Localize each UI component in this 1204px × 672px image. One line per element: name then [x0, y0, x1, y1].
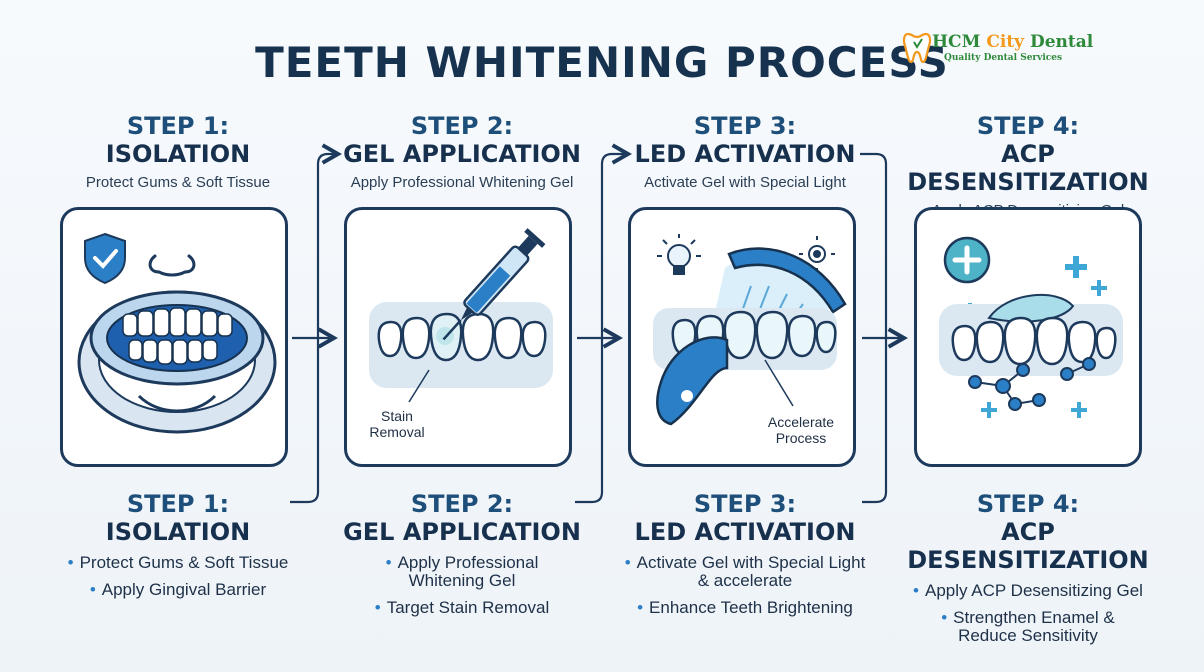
bullet-list: •Protect Gums & Soft Tissue •Apply Gingi… — [28, 554, 328, 599]
step-number: STEP 2: — [410, 112, 514, 140]
step-4-summary: STEP 4: ACP DESENSITIZATION •Apply ACP D… — [878, 490, 1178, 654]
bullet-list: •Apply Professional Whitening Gel •Targe… — [312, 554, 612, 617]
step-4-header: STEP 4: ACP DESENSITIZATION Apply ACP De… — [878, 112, 1178, 219]
bullet-item: •Strengthen Enamel & Reduce Sensitivity — [941, 608, 1115, 645]
bullet-dot: • — [89, 580, 96, 599]
bullet-item: •Enhance Teeth Brightening — [637, 598, 853, 617]
bullet-list: •Activate Gel with Special Light & accel… — [595, 554, 895, 617]
plus-circle-icon — [943, 236, 991, 284]
step-subtitle: Protect Gums & Soft Tissue — [85, 174, 271, 191]
bullet-dot: • — [913, 581, 919, 600]
led-mouthpiece-icon — [656, 336, 729, 426]
step-name: ACP DESENSITIZATION — [907, 140, 1149, 196]
step-name: ACP DESENSITIZATION — [907, 518, 1149, 574]
gear-icon — [799, 236, 835, 272]
bullet-dot: • — [637, 598, 644, 617]
step-number: STEP 2: — [410, 490, 514, 518]
bullet-list: •Apply ACP Desensitizing Gel •Strengthen… — [878, 582, 1178, 645]
bullet-item: •Protect Gums & Soft Tissue — [67, 553, 289, 572]
step-3-summary: STEP 3: LED ACTIVATION •Activate Gel wit… — [595, 490, 895, 626]
step-name: ISOLATION — [105, 518, 251, 546]
logo-tagline: Quality Dental Services — [944, 53, 1063, 63]
step-number: STEP 4: — [976, 112, 1080, 140]
syringe-icon — [442, 228, 546, 341]
bullet-item: •Target Stain Removal — [374, 598, 550, 617]
bullet-dot: • — [374, 598, 381, 617]
step-1-summary: STEP 1: ISOLATION •Protect Gums & Soft T… — [28, 490, 328, 608]
tooth-logo-icon — [902, 32, 932, 64]
nose-icon — [148, 254, 196, 277]
cheek-retractor-icon — [77, 290, 277, 434]
step-subtitle: Apply Professional Whitening Gel — [350, 174, 574, 191]
step-name: LED ACTIVATION — [634, 140, 856, 168]
molecule-icon — [968, 357, 1096, 411]
bullet-item: •Apply ACP Desensitizing Gel — [913, 581, 1143, 600]
step-number: STEP 3: — [693, 490, 797, 518]
step-subtitle: Activate Gel with Special Light — [644, 174, 846, 191]
connector-1-2-bracket — [290, 143, 342, 504]
step-number: STEP 4: — [976, 490, 1080, 518]
bullet-item: •Apply Gingival Barrier — [89, 580, 267, 599]
accelerate-process-label: Accelerate Process — [767, 414, 835, 446]
clinic-logo: HCM City Dental Quality Dental Services — [902, 30, 1094, 70]
step-name: GEL APPLICATION — [343, 518, 581, 546]
connector-2-3-bracket — [575, 143, 632, 504]
teeth-icon — [951, 316, 1117, 366]
step-2-header: STEP 2: GEL APPLICATION Apply Profession… — [312, 112, 612, 191]
led-lamp-icon — [727, 247, 847, 314]
bullet-dot: • — [624, 553, 631, 572]
step-number: STEP 1: — [126, 112, 230, 140]
step-number: STEP 3: — [693, 112, 797, 140]
step-number: STEP 1: — [126, 490, 230, 518]
stain-removal-label: Stain Removal — [369, 408, 425, 440]
step-name: ISOLATION — [105, 140, 251, 168]
shield-check-icon — [84, 232, 126, 285]
page-title: TEETH WHITENING PROCESS — [255, 38, 949, 87]
step-2-summary: STEP 2: GEL APPLICATION •Apply Professio… — [312, 490, 612, 626]
step-4-card — [914, 207, 1142, 467]
logo-name: HCM City Dental — [932, 32, 1094, 52]
bullet-item: •Apply Professional Whitening Gel — [385, 553, 539, 590]
bullet-dot: • — [67, 553, 74, 572]
step-name: GEL APPLICATION — [343, 140, 581, 168]
step-1-header: STEP 1: ISOLATION Protect Gums & Soft Ti… — [28, 112, 328, 191]
bullet-item: •Activate Gel with Special Light & accel… — [624, 553, 866, 590]
bullet-dot: • — [941, 608, 948, 627]
step-name: LED ACTIVATION — [634, 518, 856, 546]
connector-3-4-bracket — [860, 152, 888, 504]
bullet-dot: • — [385, 553, 392, 572]
step-3-card: Accelerate Process — [628, 207, 856, 467]
step-2-card: Stain Removal — [344, 207, 572, 467]
teeth-icon — [122, 307, 233, 365]
step-3-header: STEP 3: LED ACTIVATION Activate Gel with… — [595, 112, 895, 191]
lightbulb-icon — [657, 234, 701, 275]
step-1-card — [60, 207, 288, 467]
